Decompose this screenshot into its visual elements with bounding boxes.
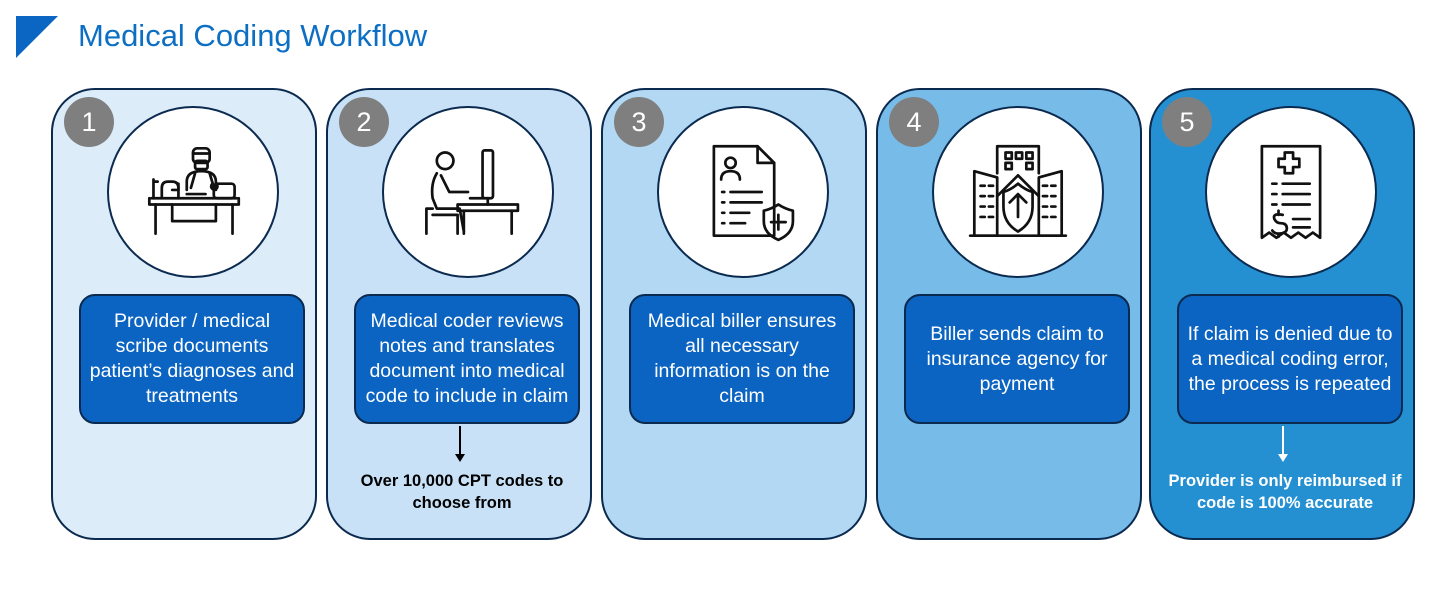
step-card-5: 5 If claim is denied due to a medical co… (1149, 88, 1415, 540)
step-note: Over 10,000 CPT codes to choose from (360, 472, 564, 512)
step-card-1: 1 Provider / medical scribe documents pa… (51, 88, 317, 540)
insurance-building-icon (968, 144, 1068, 238)
step-description: Biller sends claim to insurance agency f… (904, 294, 1130, 424)
arrow-down-icon (1278, 426, 1288, 462)
step-description: Medical coder reviews notes and translat… (354, 294, 580, 424)
step-description: If claim is denied due to a medical codi… (1177, 294, 1403, 424)
medical-document-icon (712, 144, 795, 242)
step-number-badge: 1 (64, 97, 114, 147)
step-description: Medical biller ensures all necessary inf… (629, 294, 855, 424)
step-number-badge: 3 (614, 97, 664, 147)
step-description: Provider / medical scribe documents pati… (79, 294, 305, 424)
title-triangle-icon (16, 16, 58, 58)
step-card-4: 4 Biller sends claim to insurance agency… (876, 88, 1142, 540)
step-card-2: 2 Medical coder reviews notes and transl… (326, 88, 592, 540)
step-icon-circle (1205, 106, 1377, 278)
step-icon-circle (657, 106, 829, 278)
step-icon-circle (932, 106, 1104, 278)
step-number-badge: 5 (1162, 97, 1212, 147)
medical-bill-icon (1260, 144, 1322, 240)
step-card-3: 3 Medical biller ensures all necessary i… (601, 88, 867, 540)
arrow-down-icon (455, 426, 465, 462)
step-note: Provider is only reimbursed if code is 1… (1168, 472, 1402, 512)
doctor-desk-icon (147, 146, 241, 235)
step-icon-circle (107, 106, 279, 278)
step-number-badge: 4 (889, 97, 939, 147)
page-title: Medical Coding Workflow (78, 18, 428, 53)
step-number-badge: 2 (339, 97, 389, 147)
step-icon-circle (382, 106, 554, 278)
coder-computer-icon (425, 149, 520, 235)
